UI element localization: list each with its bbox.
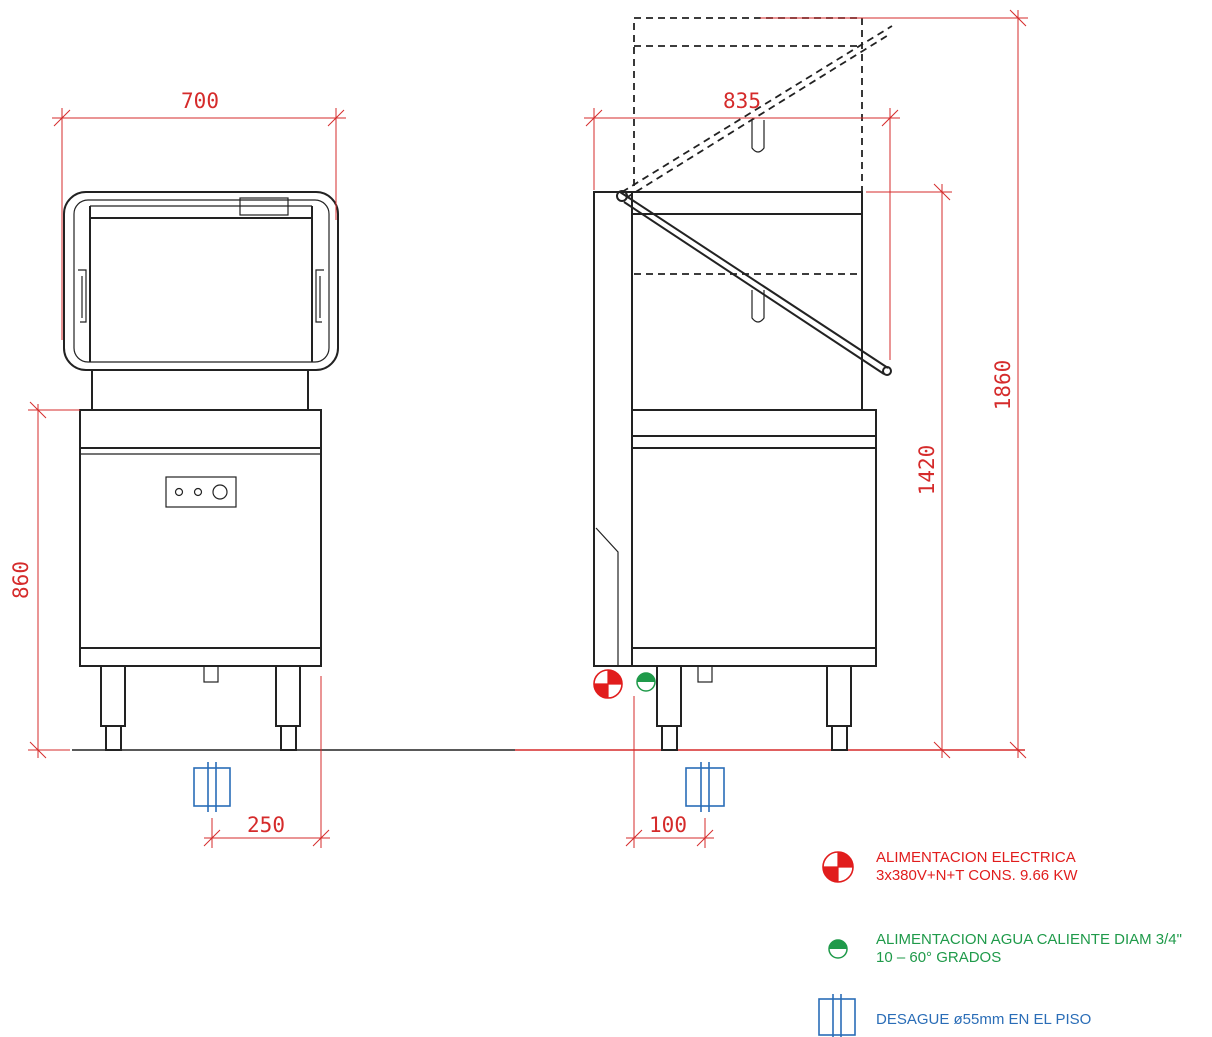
side-leg-left (656, 665, 682, 727)
hot-water-supply-icon (828, 939, 848, 959)
side-view (593, 17, 893, 751)
legend-electric-line1: ALIMENTACION ELECTRICA (876, 849, 1076, 866)
legend-electric-line2: 3x380V+N+T CONS. 9.66 KW (876, 867, 1078, 884)
dimension-1420-label: 1420 (915, 445, 939, 496)
front-hood-outer (63, 191, 339, 371)
dimension-250: 250 (203, 676, 330, 848)
control-knob (212, 484, 228, 500)
front-display-panel (239, 197, 289, 216)
dimension-860-label: 860 (9, 561, 33, 599)
front-hood-inner (73, 199, 330, 363)
upper-spray-pipe (751, 120, 765, 153)
front-left-handle (78, 269, 87, 323)
dimension-1860: 1860 (760, 9, 1028, 759)
control-panel (165, 476, 237, 508)
floor-drain-icon (685, 762, 725, 812)
lower-spray-pipe (751, 290, 765, 323)
dimension-835-label: 835 (723, 89, 761, 113)
side-hood (631, 191, 863, 411)
front-right-handle (315, 269, 324, 323)
dimension-700: 700 (52, 89, 346, 340)
legend-water-line2: 10 – 60° GRADOS (876, 949, 1001, 966)
hot-water-supply-icon (636, 672, 656, 692)
dimension-100-label: 100 (649, 813, 687, 837)
electric-supply-icon (593, 669, 623, 699)
front-body (79, 409, 322, 667)
side-column (593, 191, 633, 667)
dimension-860: 860 (9, 401, 80, 759)
legend-drain-line1: DESAGUE ø55mm EN EL PISO (876, 1011, 1091, 1028)
dimension-700-label: 700 (181, 89, 219, 113)
floor-drain-icon (193, 762, 231, 812)
indicator-light-2 (193, 487, 203, 497)
dimension-1420: 1420 (866, 183, 952, 759)
front-view (63, 191, 339, 751)
legend-water-line1: ALIMENTACION AGUA CALIENTE DIAM 3/4" (876, 931, 1182, 948)
electric-supply-icon (822, 851, 854, 883)
front-leg-right (275, 665, 301, 727)
indicator-light-1 (174, 487, 184, 497)
dimension-835: 835 (584, 89, 900, 360)
legend: ALIMENTACION ELECTRICA 3x380V+N+T CONS. … (818, 849, 1182, 1037)
floor-drain-icon (818, 994, 856, 1037)
dimension-250-label: 250 (247, 813, 285, 837)
dimension-1860-label: 1860 (991, 360, 1015, 411)
front-leg-left (100, 665, 126, 727)
side-handle-arm (619, 191, 889, 369)
dimension-100: 100 (625, 696, 714, 848)
side-leg-right (826, 665, 852, 727)
